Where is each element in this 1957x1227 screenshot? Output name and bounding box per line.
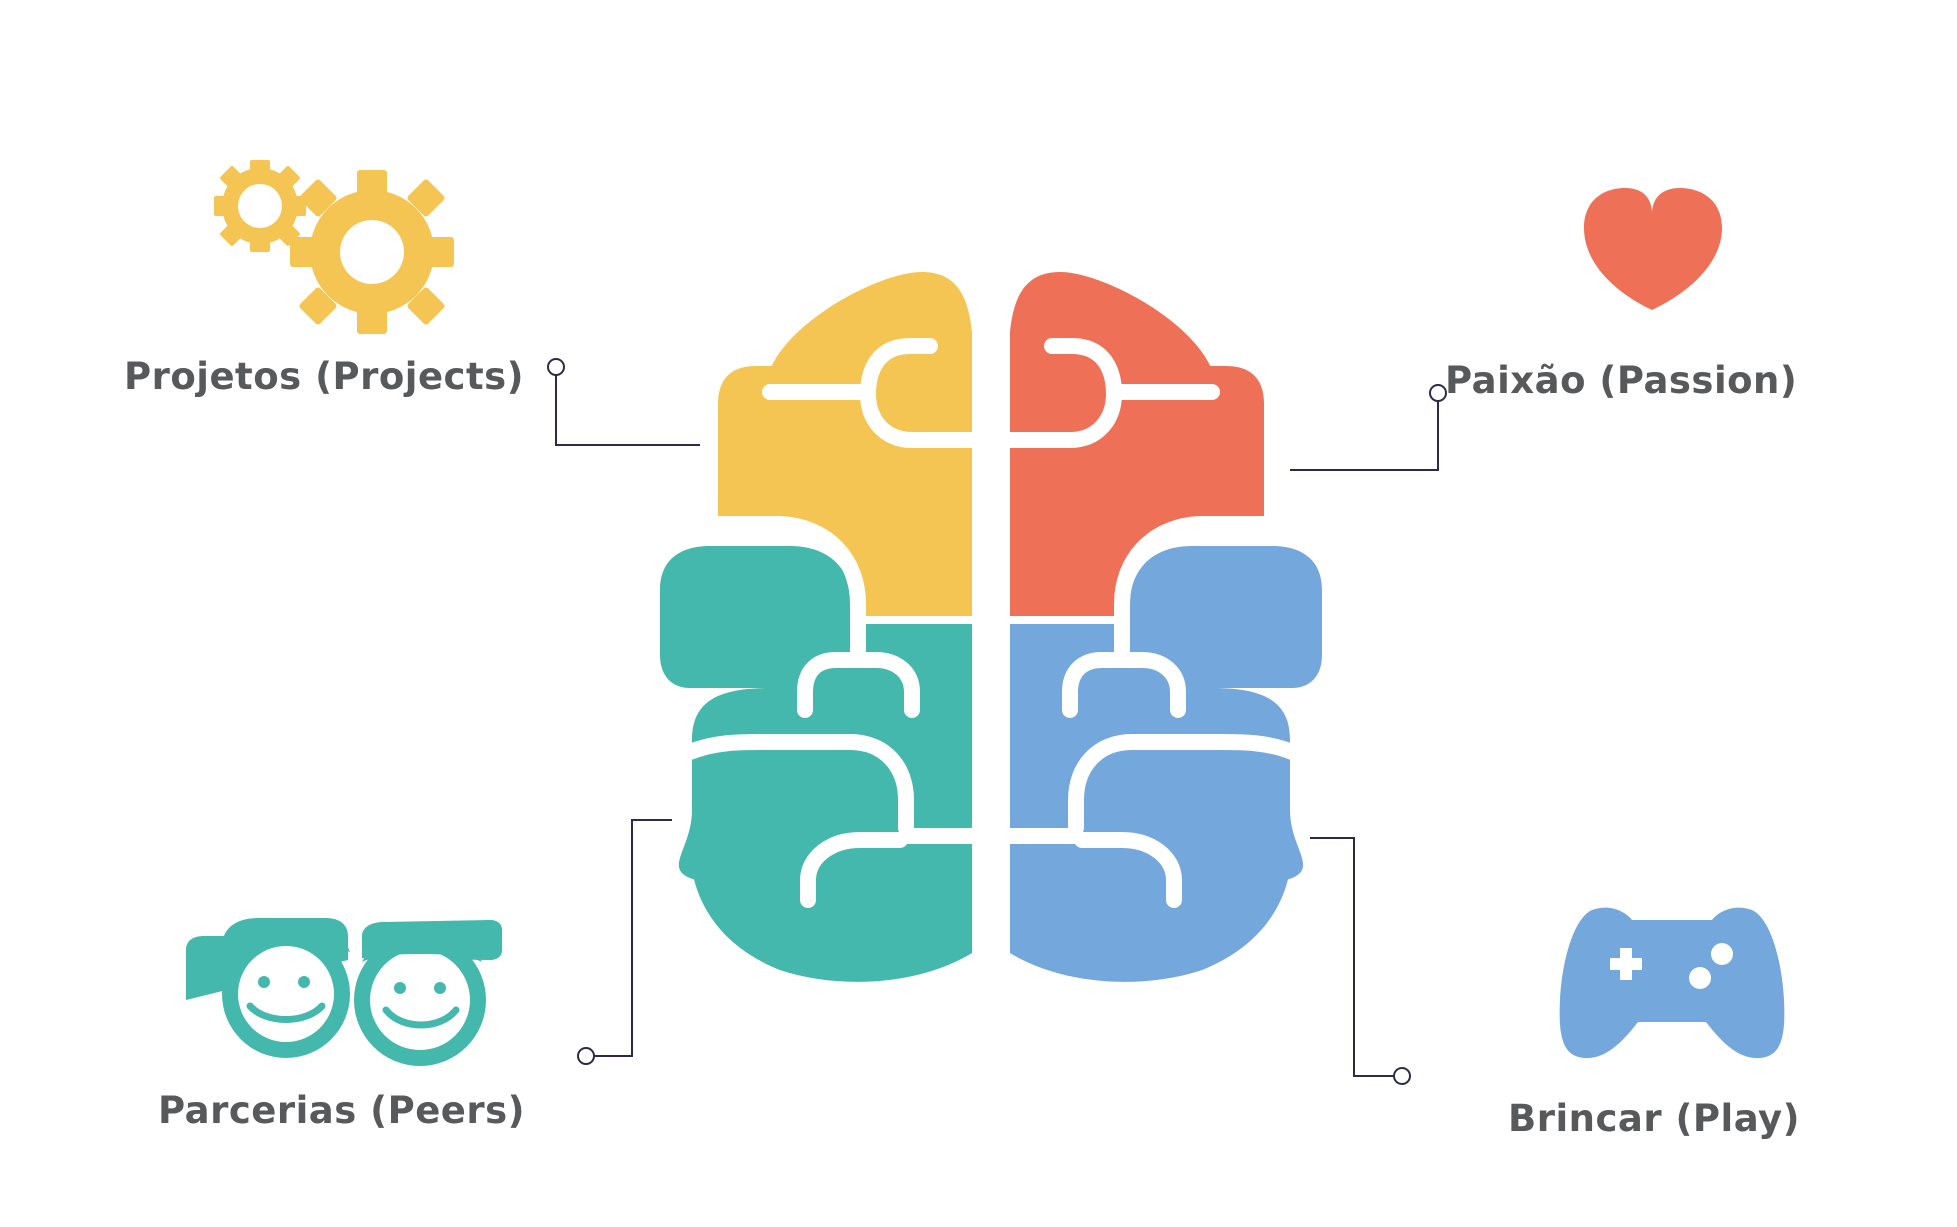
label-passion: Paixão (Passion)	[1445, 359, 1798, 402]
brain-lobe-projects-lower	[718, 366, 972, 616]
connector-dot-play	[1393, 1067, 1411, 1085]
connector-projects	[555, 367, 700, 446]
connector-passion	[1290, 393, 1439, 471]
heart-icon	[1584, 188, 1722, 310]
two-smiling-faces-icon	[186, 918, 502, 1066]
brain-lobe-play-base	[1010, 742, 1304, 982]
game-controller-icon	[1559, 907, 1785, 1059]
connector-dot-passion	[1429, 384, 1447, 402]
brain-graphic	[660, 272, 1322, 982]
label-projects: Projetos (Projects)	[124, 355, 525, 398]
label-play: Brincar (Play)	[1508, 1097, 1801, 1140]
connector-peers	[594, 819, 672, 1057]
connectors	[547, 358, 1447, 1085]
connector-dot-projects	[547, 358, 565, 376]
button-b-icon	[1689, 967, 1711, 989]
dpad-icon	[1610, 948, 1642, 980]
brain-lobe-passion-lower	[1010, 366, 1264, 616]
button-a-icon	[1711, 943, 1733, 965]
brain-lobe-peers-base	[678, 742, 972, 982]
gears-icon	[214, 160, 454, 334]
brain-grooves	[682, 338, 1300, 908]
label-peers: Parcerias (Peers)	[158, 1089, 526, 1132]
connector-dot-peers	[577, 1047, 595, 1065]
connector-play	[1310, 837, 1394, 1077]
